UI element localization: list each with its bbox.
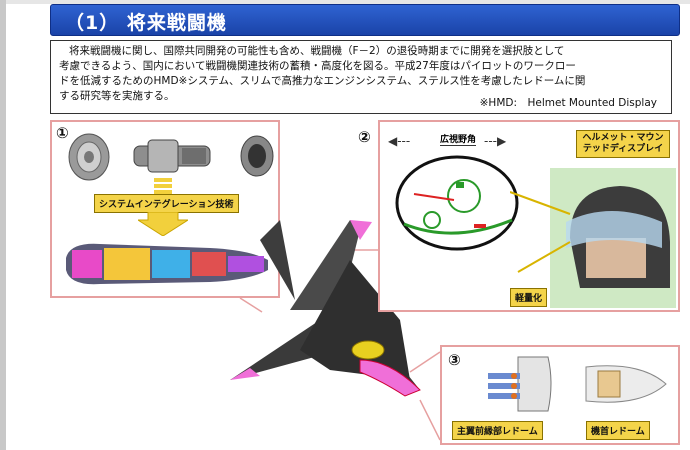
nose-radome-image (585, 365, 667, 403)
wide-angle-label: 広視野角 (440, 132, 477, 146)
engine-panel: ① システムインテグレーション技術 (50, 120, 280, 298)
nozzle-component-image (240, 135, 274, 177)
lightweight-label: 軽量化 (510, 288, 548, 307)
description-line-2: 考慮できるよう、国内において戦闘機関連技術の蓄積・高度化を図る。平成27年度はパ… (59, 60, 576, 72)
radome-panel: ③ 主翼前縁部レドーム 機首レドーム (440, 345, 680, 445)
description-line-4: する研究等を実施する。 (59, 90, 175, 102)
section-title: （1） 将来戦闘機 (65, 12, 227, 34)
nose-radome-label: 機首レドーム (586, 421, 650, 440)
panel-3-number: ③ (448, 351, 461, 369)
hud-display-image (395, 155, 519, 251)
engine-cutaway-image (66, 243, 268, 285)
left-arrow-icon: ◀‑‑‑ (388, 134, 411, 148)
left-edge (0, 0, 6, 450)
wing-radome-image (488, 356, 552, 412)
hmd-footnote: ※HMD: Helmet Mounted Display (479, 97, 657, 109)
fan-component-image (68, 133, 110, 181)
section-header: （1） 将来戦闘機 (50, 4, 680, 36)
wing-radome-label: 主翼前縁部レドーム (452, 421, 543, 440)
panel-2-number: ② (358, 128, 371, 146)
down-arrow-icon (138, 212, 188, 236)
pilot-helmet-image (550, 168, 676, 308)
core-component-image (133, 139, 211, 173)
fighter-jet-image (230, 220, 421, 397)
right-arrow-icon: ‑‑‑▶ (484, 134, 507, 148)
callout-lines (510, 191, 571, 273)
description-box: 将来戦闘機に関し、国際共同開発の可能性も含め、戦闘機（F－2）の退役時期までに開… (50, 40, 672, 114)
hmd-label: ヘルメット・マウンテッドディスプレイ (576, 130, 670, 158)
description-line-3: ドを低減するためのHMD※システム、スリムで高推力なエンジンシステム、ステルス性… (59, 75, 586, 87)
merge-arrow-icon (154, 178, 172, 194)
hmd-panel: ② ◀‑‑‑ 広視野角 ‑‑‑▶ ヘルメット・マウンテッドディスプレイ 軽量化 (358, 120, 680, 312)
panel-1-number: ① (56, 124, 69, 142)
description-line-1: 将来戦闘機に関し、国際共同開発の可能性も含め、戦闘機（F－2）の退役時期までに開… (69, 45, 565, 57)
top-strip (0, 0, 690, 4)
